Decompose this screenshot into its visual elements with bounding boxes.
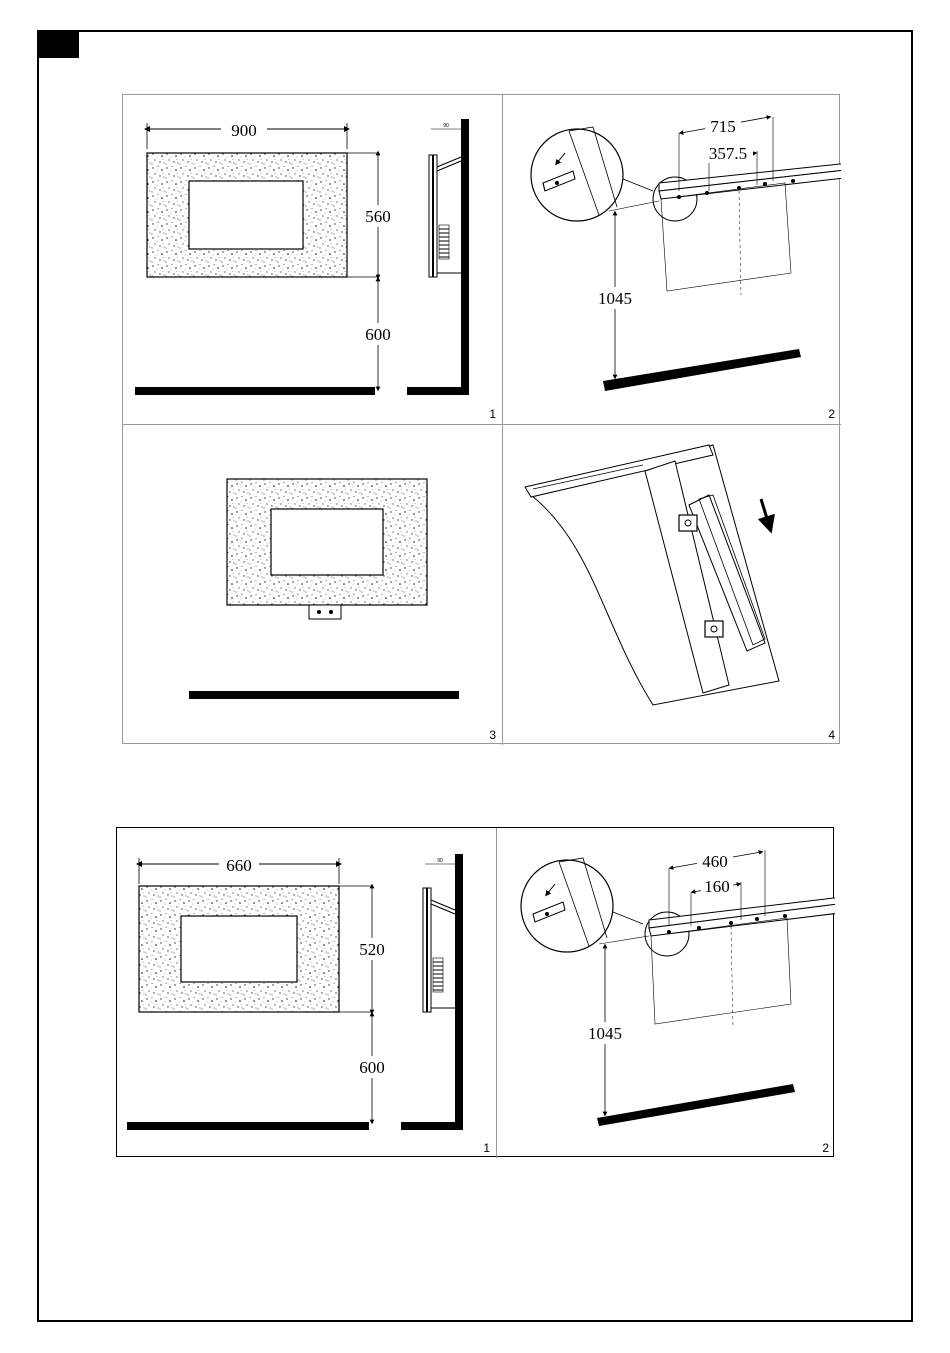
panel-number: 2 — [828, 407, 835, 421]
hook-on-drawing — [503, 425, 841, 745]
width-dimension: 900 — [231, 121, 257, 140]
panel-number: 1 — [489, 407, 496, 421]
panel-b2: 460 160 1045 2 — [497, 828, 835, 1158]
figure-block-a: 900 560 600 90 — [122, 94, 840, 744]
width-dimension: 660 — [226, 856, 252, 875]
front-side-dimension-drawing: 660 520 600 90 — [117, 828, 497, 1158]
inner-spacing-dimension: 160 — [704, 877, 730, 896]
vent-grille — [433, 958, 443, 992]
panel-a1: 900 560 600 90 — [123, 95, 503, 425]
height-dimension: 560 — [365, 207, 391, 226]
panel-number: 2 — [822, 1141, 829, 1155]
panel-a4: 4 — [503, 425, 841, 745]
height-dimension: 520 — [359, 940, 385, 959]
panel-b1: 660 520 600 90 — [117, 828, 497, 1158]
direction-arrow-icon — [761, 499, 769, 525]
panel-a2: 715 357.5 1045 2 — [503, 95, 841, 425]
front-side-dimension-drawing: 900 560 600 90 — [123, 95, 503, 425]
floor-dimension: 600 — [365, 325, 391, 344]
mounting-height-dimension: 1045 — [588, 1024, 622, 1043]
section-tab — [37, 30, 79, 58]
outer-spacing-dimension: 715 — [710, 117, 736, 136]
vent-grille — [439, 225, 449, 259]
mounting-height-dimension: 1045 — [598, 289, 632, 308]
panel-a3: 3 — [123, 425, 503, 745]
panel-number: 4 — [828, 728, 835, 742]
depth-dimension: 90 — [437, 858, 443, 864]
figure-block-b: 660 520 600 90 — [116, 827, 834, 1157]
inner-spacing-dimension: 357.5 — [709, 144, 747, 163]
bracket-mounting-drawing: 715 357.5 1045 — [503, 95, 841, 425]
bracket-mounting-drawing: 460 160 1045 — [497, 828, 835, 1158]
panel-number: 1 — [483, 1141, 490, 1155]
floor-dimension: 600 — [359, 1058, 385, 1077]
outer-spacing-dimension: 460 — [702, 852, 728, 871]
panel-number: 3 — [489, 728, 496, 742]
hung-unit-drawing — [123, 425, 503, 745]
depth-dimension: 90 — [443, 123, 449, 129]
